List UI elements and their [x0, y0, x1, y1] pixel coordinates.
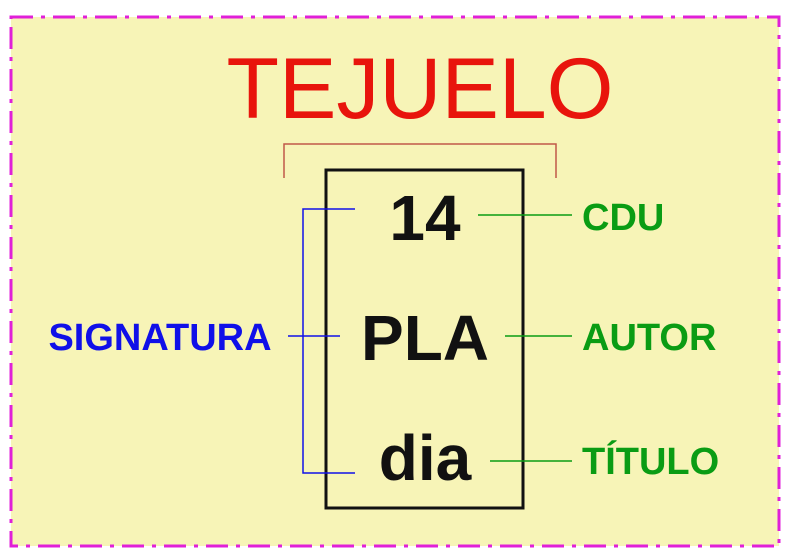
signatura-bracket — [302, 208, 355, 474]
signatura-label: SIGNATURA — [48, 317, 271, 359]
background-panel — [9, 15, 781, 548]
label-line-titulo: dia — [379, 422, 472, 494]
label-line-autor: PLA — [361, 302, 489, 374]
part-label-autor: AUTOR — [582, 317, 716, 359]
label-box — [324, 168, 525, 510]
part-label-titulo: TÍTULO — [582, 439, 719, 483]
label-line-cdu: 14 — [389, 182, 461, 254]
diagram-title: TEJUELO — [226, 41, 613, 137]
title-bracket — [283, 143, 557, 178]
part-label-cdu: CDU — [582, 197, 664, 239]
